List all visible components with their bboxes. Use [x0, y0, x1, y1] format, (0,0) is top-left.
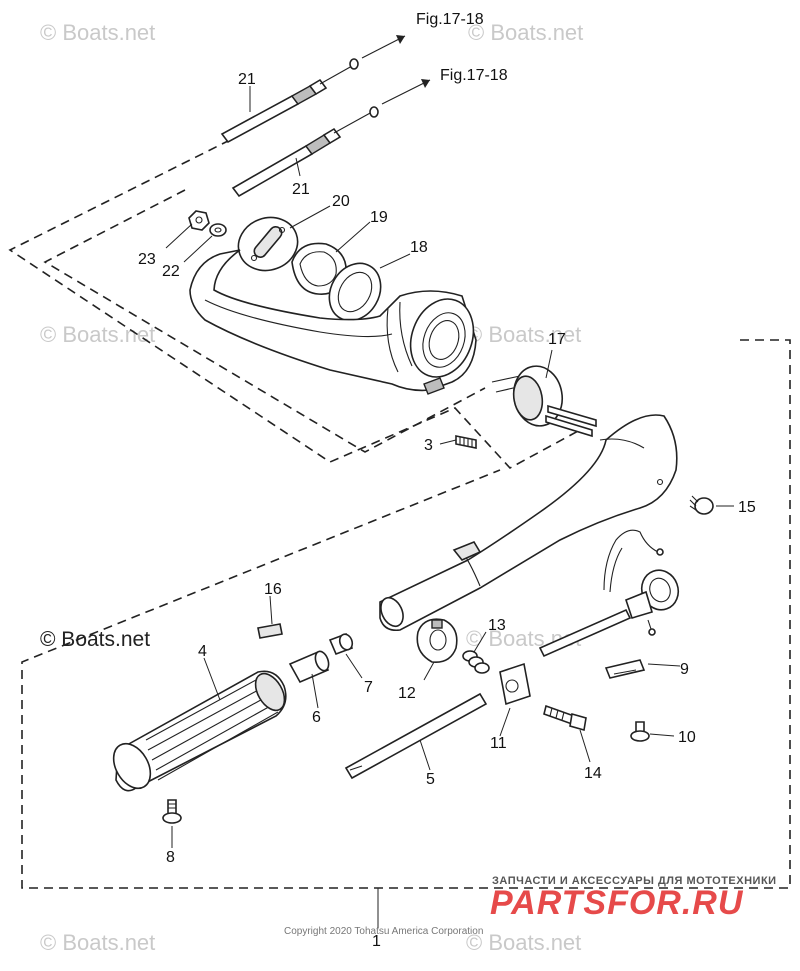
leader-lines — [165, 86, 734, 928]
shop-caption: ЗАПЧАСТИ И АКСЕССУАРЫ ДЛЯ МОТОТЕХНИКИ — [492, 875, 777, 887]
small-plate-part — [257, 623, 283, 639]
bolt-part — [543, 704, 587, 732]
stop-switch-assembly — [538, 529, 680, 658]
tiller-arm — [379, 414, 678, 632]
bushing-part — [328, 632, 354, 656]
cap-plug-part — [689, 495, 714, 515]
callout-23: 23 — [138, 251, 156, 268]
callout-7: 7 — [364, 679, 373, 696]
steering-grommet-part — [491, 365, 597, 438]
watermark-top-left: © Boats.net — [40, 20, 155, 45]
watermark-mid-right: © Boats.net — [466, 322, 581, 347]
sleeve-part — [288, 650, 330, 684]
main-dashed-boundary — [21, 339, 791, 889]
shop-logo: PARTSFOR.RU — [490, 884, 744, 922]
callout-5: 5 — [426, 771, 435, 788]
callout-22: 22 — [162, 263, 180, 280]
callout-15: 15 — [738, 499, 756, 516]
callout-1: 1 — [372, 933, 381, 950]
lock-plate-part — [604, 659, 646, 679]
callout-20: 20 — [332, 193, 350, 210]
screw-ten-part — [630, 721, 650, 742]
callout-21-lower: 21 — [292, 181, 310, 198]
callout-14: 14 — [584, 765, 602, 782]
bracket-housing — [189, 249, 477, 395]
callout-13: 13 — [488, 617, 506, 634]
upper-dashed-boundary-inner — [43, 189, 486, 453]
upper-dashed-boundary — [8, 139, 581, 470]
watermark-bottom-left: © Boats.net — [40, 930, 155, 955]
throttle-grip-part — [112, 670, 287, 792]
cable-plate-part — [237, 216, 299, 272]
watermark-mid-left: © Boats.net — [40, 322, 155, 347]
spring-part — [462, 650, 490, 674]
callout-10: 10 — [678, 729, 696, 746]
callout-11: 11 — [490, 735, 507, 752]
callout-21-upper: 21 — [238, 71, 256, 88]
callout-6: 6 — [312, 709, 321, 726]
control-cable-lower — [231, 79, 431, 198]
throttle-cam-part — [416, 618, 458, 664]
washer-part — [209, 223, 227, 237]
callout-9: 9 — [680, 661, 689, 678]
stud-part — [455, 435, 477, 449]
throttle-shaft-part — [344, 692, 488, 780]
callout-4: 4 — [198, 643, 207, 660]
watermark-top-right: © Boats.net — [468, 20, 583, 45]
callout-17: 17 — [548, 331, 566, 348]
friction-clamp-part — [499, 662, 531, 706]
figure-reference-lower: Fig.17-18 — [440, 67, 508, 84]
callout-8: 8 — [166, 849, 175, 866]
watermark-bottom-right: © Boats.net — [466, 930, 581, 955]
callout-16: 16 — [264, 581, 282, 598]
figure-reference-upper: Fig.17-18 — [416, 11, 484, 28]
grommet-part — [328, 262, 382, 322]
watermark-main: © Boats.net — [40, 628, 150, 651]
screw-eight-part — [162, 799, 182, 824]
control-cable-upper — [220, 35, 406, 144]
copyright-text: Copyright 2020 Tohatsu America Corporati… — [284, 926, 483, 937]
callout-12: 12 — [398, 685, 416, 702]
nut-part — [188, 210, 210, 231]
callout-19: 19 — [370, 209, 388, 226]
callout-18: 18 — [410, 239, 428, 256]
callout-3: 3 — [424, 437, 433, 454]
